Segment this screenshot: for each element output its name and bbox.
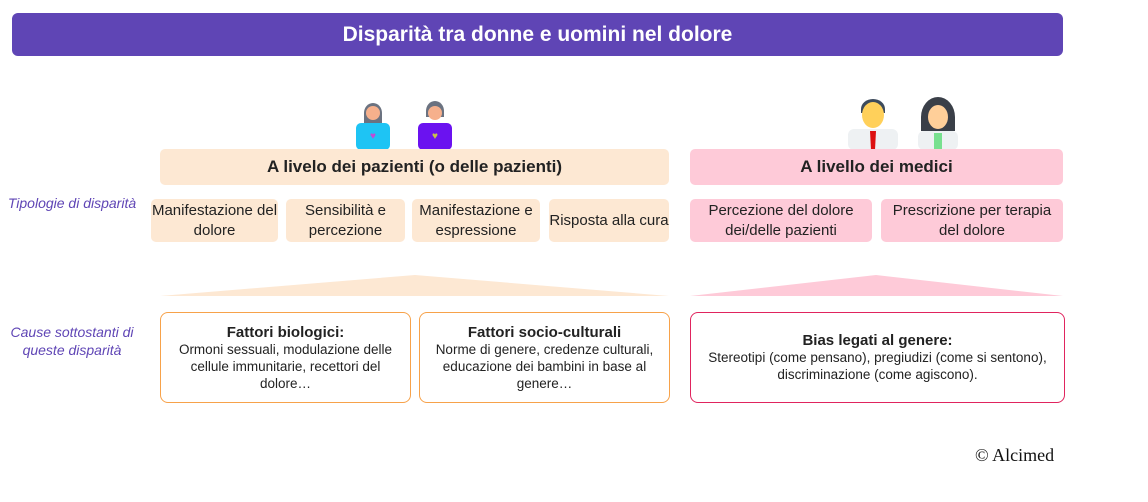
female-doctor-icon [918,97,958,150]
svg-text:♥: ♥ [370,131,376,142]
page-title: Disparità tra donne e uomini nel dolore [12,13,1063,56]
patients-header: A livelo dei pazienti (o delle pazienti) [160,149,669,185]
doctor-type-item: Percezione del dolore dei/delle pazienti [690,199,872,242]
patients-icon: ♥ ♥ [356,101,452,150]
cause-box-biological: Fattori biologici:Ormoni sessuali, modul… [160,312,411,403]
types-label: Tipologie di disparità [7,195,137,211]
doctors-icon [848,97,958,150]
doctor-type-item: Prescrizione per terapia del dolore [881,199,1063,242]
doctors-header: A livello dei medici [690,149,1063,185]
copyright: © Alcimed [975,445,1055,465]
cause-title: Fattori socio-culturali [467,323,622,341]
cause-title: Bias legati al genere: [802,332,953,349]
patient-type-item: Manifestazione e espressione [412,199,540,242]
patient-type-item: Risposta alla cura [549,199,669,242]
svg-text:♥: ♥ [432,131,438,142]
male-doctor-icon [848,99,898,150]
patients-triangle [160,275,669,296]
doctors-triangle [690,275,1063,296]
cause-text: Ormoni sessuali, modulazione delle cellu… [178,341,393,391]
cause-box-bias: Bias legati al genere:Stereotipi (come p… [690,312,1065,403]
cause-text: Norme di genere, credenze culturali, edu… [435,341,654,391]
patient-type-item: Sensibilità e percezione [286,199,405,242]
connector-triangles [160,275,1063,296]
patient-type-item: Manifestazione del dolore [151,199,278,242]
causes-label: Cause sottostanti di queste disparità [10,324,134,358]
cause-title: Fattori biologici: [226,323,345,341]
woman-purple-icon: ♥ [418,101,452,150]
cause-text: Stereotipi (come pensano), pregiudizi (c… [708,350,1047,382]
woman-blue-icon: ♥ [356,103,390,150]
